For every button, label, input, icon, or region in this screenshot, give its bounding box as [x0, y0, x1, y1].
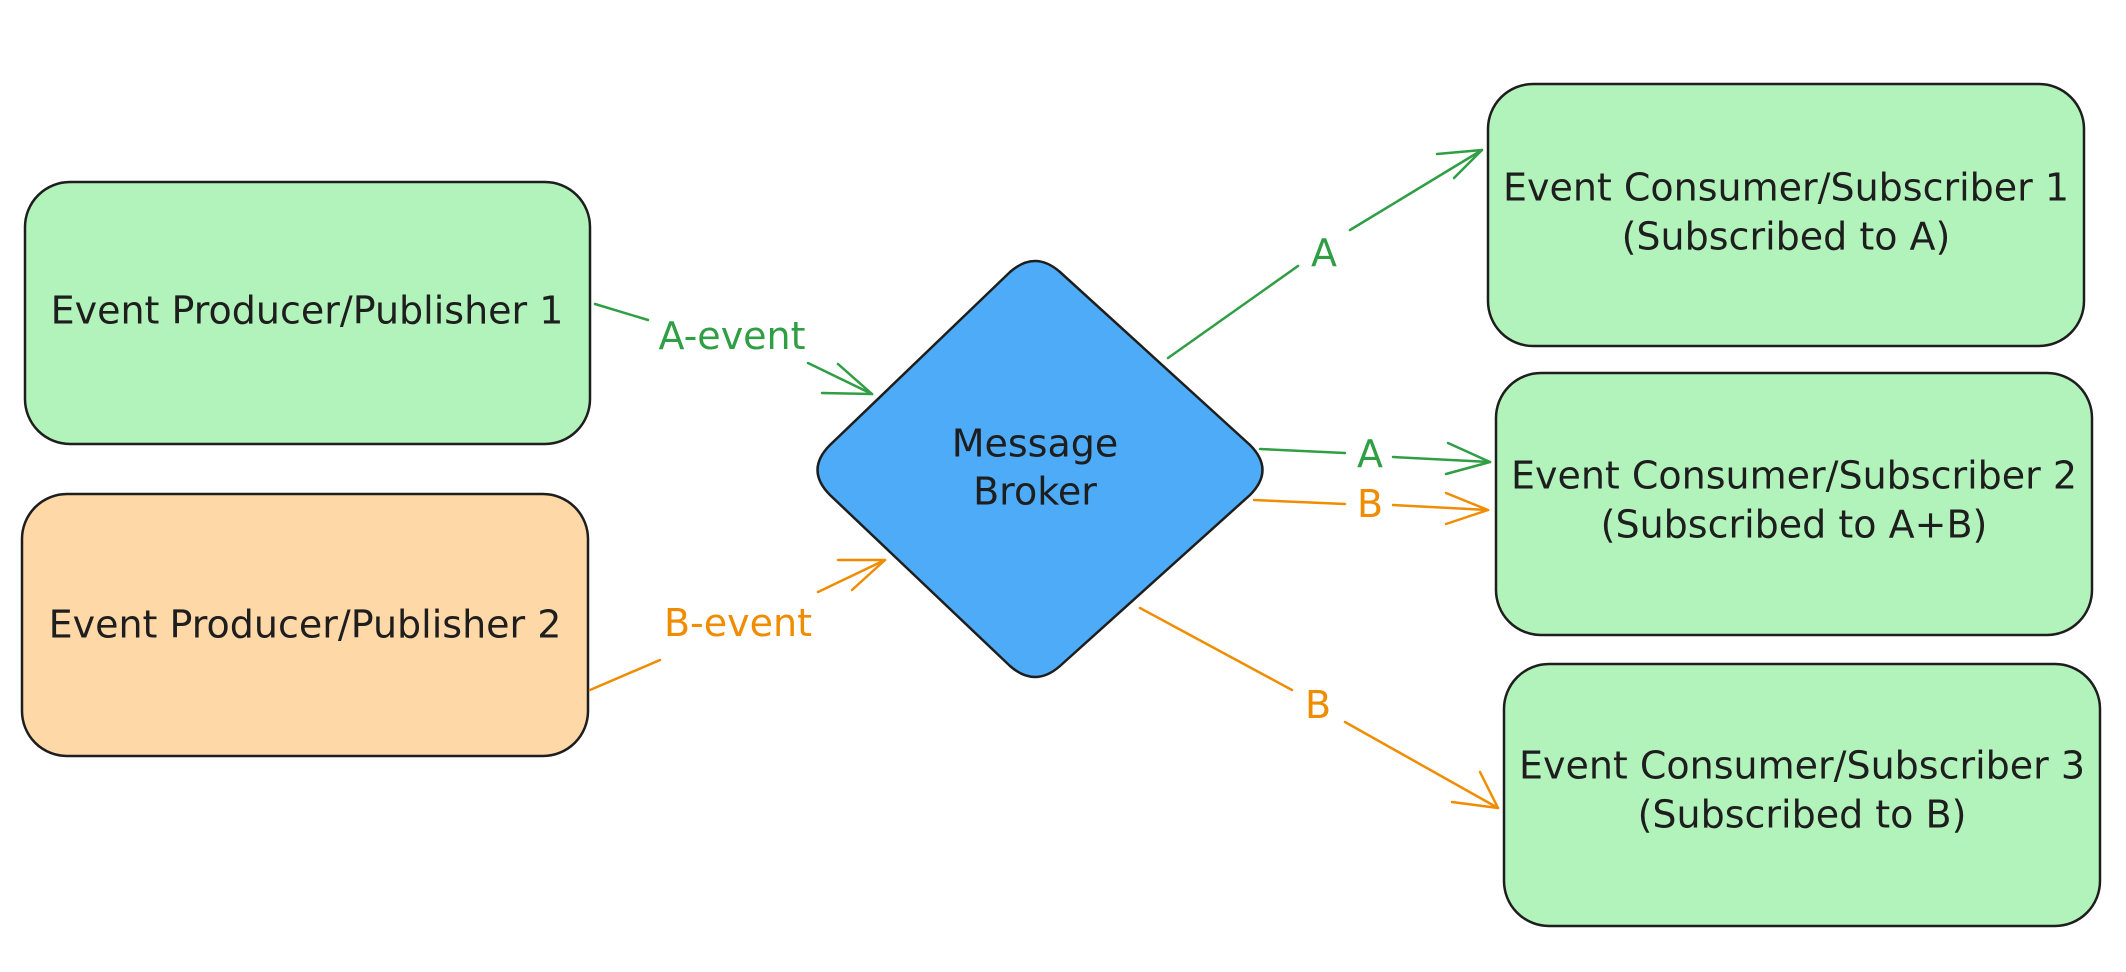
edge-broker-to-consumer-2-b-line-1	[1252, 498, 1347, 506]
consumer-2-label-line-2: (Subscribed to A+B)	[1601, 503, 1988, 547]
message-broker-diamond	[816, 259, 1264, 679]
edge-producer-2-to-broker: B-event	[588, 558, 887, 692]
edge-broker-to-consumer-2-a-arrowhead	[1444, 441, 1492, 476]
edge-broker-to-consumer-1-arrowhead	[1435, 148, 1484, 180]
consumer-2-box	[1494, 371, 2094, 637]
producer-1-node: Event Producer/Publisher 1	[23, 180, 592, 446]
edge-broker-to-consumer-1-line-1	[1166, 264, 1300, 360]
consumer-3-label-line-2: (Subscribed to B)	[1638, 793, 1967, 837]
edge-broker-to-consumer-2-b-arrowhead	[1444, 491, 1490, 526]
producer-1-box	[23, 180, 592, 446]
message-broker-label-line-2: Broker	[973, 470, 1097, 514]
edge-broker-to-consumer-2-a-line-1	[1258, 447, 1347, 455]
edge-broker-to-consumer-3-label: B	[1305, 683, 1331, 727]
edge-broker-to-consumer-3-arrowhead	[1450, 770, 1500, 810]
producer-2-node: Event Producer/Publisher 2	[20, 492, 590, 758]
consumer-1-label-line-2: (Subscribed to A)	[1622, 215, 1951, 259]
edge-producer-1-to-broker-line-1	[593, 302, 650, 322]
consumer-1-box	[1486, 82, 2086, 348]
edge-broker-to-consumer-1-label: A	[1311, 231, 1337, 275]
edge-broker-to-consumer-2-b-label: B	[1357, 482, 1383, 526]
consumer-3-box	[1502, 662, 2102, 928]
edge-broker-to-consumer-2-a: A	[1258, 432, 1492, 476]
edge-producer-1-to-broker-label: A-event	[658, 314, 805, 358]
consumer-2-label-line-1: Event Consumer/Subscriber 2	[1511, 454, 2077, 498]
edge-broker-to-consumer-3: B	[1138, 606, 1500, 810]
consumer-3-label-line-1: Event Consumer/Subscriber 3	[1519, 744, 2085, 788]
edge-producer-1-to-broker-arrowhead	[820, 362, 874, 396]
consumer-1-node: Event Consumer/Subscriber 1 (Subscribed …	[1486, 82, 2086, 348]
edge-broker-to-consumer-2-b: B	[1252, 482, 1490, 526]
producer-2-box	[20, 492, 590, 758]
edge-producer-2-to-broker-arrowhead	[836, 558, 887, 592]
edge-producer-1-to-broker: A-event	[593, 302, 874, 396]
producer-2-label-line-1: Event Producer/Publisher 2	[49, 603, 562, 647]
edge-producer-2-to-broker-line-2	[816, 558, 887, 594]
message-broker-node: Message Broker	[816, 259, 1264, 679]
edge-broker-to-consumer-3-line-1	[1138, 606, 1294, 692]
edge-broker-to-consumer-1-line-2	[1348, 148, 1484, 232]
consumer-3-node: Event Consumer/Subscriber 3 (Subscribed …	[1502, 662, 2102, 928]
edge-producer-2-to-broker-label: B-event	[664, 601, 812, 645]
consumer-1-label-line-1: Event Consumer/Subscriber 1	[1503, 166, 2069, 210]
edge-producer-1-to-broker-line-2	[806, 361, 874, 396]
edge-broker-to-consumer-2-b-line-2	[1391, 503, 1490, 512]
edge-producer-2-to-broker-line-1	[588, 658, 662, 692]
edge-broker-to-consumer-3-line-2	[1343, 720, 1500, 810]
edge-broker-to-consumer-1: A	[1166, 148, 1484, 360]
producer-1-label-line-1: Event Producer/Publisher 1	[51, 289, 564, 333]
consumer-2-node: Event Consumer/Subscriber 2 (Subscribed …	[1494, 371, 2094, 637]
edge-broker-to-consumer-2-a-label: A	[1357, 432, 1383, 476]
edge-broker-to-consumer-2-a-line-2	[1391, 455, 1492, 464]
message-broker-label-line-1: Message	[952, 422, 1119, 466]
